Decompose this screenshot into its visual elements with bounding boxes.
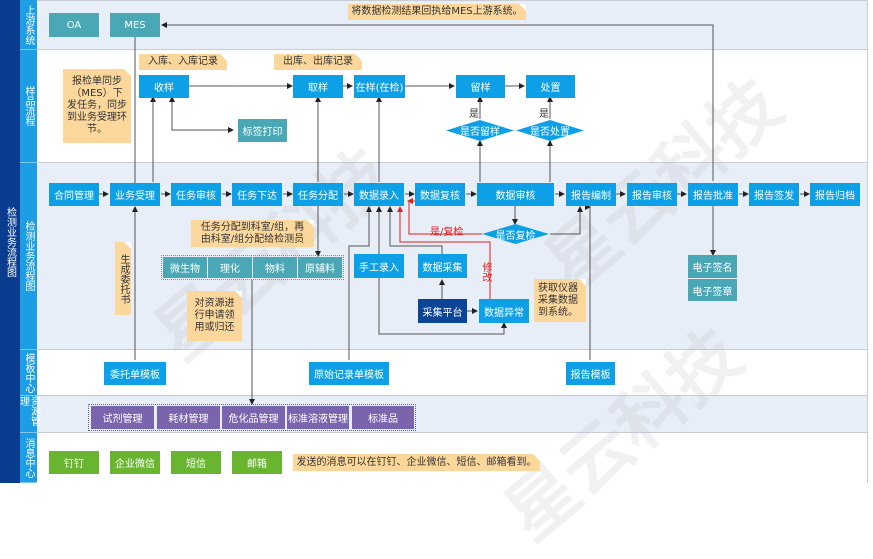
resource-group (88, 404, 416, 431)
step-data-entry[interactable]: 数据录入 (354, 183, 404, 206)
data-abnormal[interactable]: 数据异常 (479, 299, 529, 323)
recheck-label: 是/复检 (430, 227, 464, 238)
resource-standard-solution[interactable]: 标准溶液管理 (287, 406, 349, 429)
template-raw-record[interactable]: 原始记录单模板 (309, 362, 389, 385)
lane-label-business: 检测业务流程图 (20, 163, 37, 350)
note-out-storage: 出库、出库记录 (274, 54, 362, 70)
note-message: 发送的消息可以在钉钉、企业微信、短信、邮箱看到。 (293, 454, 540, 471)
decision-dispose[interactable]: 是否处置 (516, 120, 584, 141)
e-seal[interactable]: 电子签章 (688, 279, 737, 301)
step-report-compile[interactable]: 报告编制 (566, 183, 616, 206)
take-sample[interactable]: 取样 (293, 75, 343, 98)
dept-microbiology[interactable]: 微生物 (163, 257, 207, 278)
lane-label-upstream: 上游系统 (20, 0, 37, 50)
department-group (161, 255, 344, 280)
dept-raw-material[interactable]: 原辅料 (298, 257, 342, 278)
mes-system[interactable]: MES (110, 13, 160, 37)
step-data-audit[interactable]: 数据审核 (477, 183, 554, 206)
note-mes-feedback: 将数据检测结果回执给MES上游系统。 (348, 4, 526, 20)
step-task-issue[interactable]: 任务下达 (232, 183, 282, 206)
modify-label: 修改 (480, 262, 491, 282)
decision-retain[interactable]: 是否留样 (446, 120, 514, 141)
lane-label-sample: 样品流程 (20, 50, 37, 163)
manual-entry[interactable]: 手工录入 (354, 254, 404, 278)
right-border (867, 0, 868, 483)
decision-dispose-label: 是否处置 (530, 127, 570, 138)
lane-label-template: 模板中心 (20, 350, 37, 396)
label-print[interactable]: 标签打印 (238, 119, 287, 142)
outer-title: 检测业务流程图 (0, 0, 20, 483)
resource-standard[interactable]: 标准品 (352, 406, 414, 429)
dispose-sample[interactable]: 处置 (526, 75, 575, 98)
note-commission: 生成委托书 (115, 242, 131, 315)
note-instrument: 获取仪器采集数据到系统。 (534, 279, 586, 322)
e-signature[interactable]: 电子签名 (688, 255, 737, 278)
step-data-recheck[interactable]: 数据复核 (415, 183, 465, 206)
message-wecom[interactable]: 企业微信 (110, 451, 160, 474)
resource-reagent[interactable]: 试剂管理 (91, 406, 154, 429)
message-email[interactable]: 邮箱 (232, 451, 282, 474)
note-resource: 对资源进行申请领用或归还 (187, 291, 242, 341)
receive-sample[interactable]: 收样 (139, 75, 189, 98)
note-in-storage: 入库、入库记录 (139, 54, 227, 70)
step-task-assign[interactable]: 任务分配 (293, 183, 343, 206)
in-sample[interactable]: 在样(在检) (354, 75, 405, 98)
collection-platform[interactable]: 采集平台 (418, 299, 467, 323)
step-acceptance[interactable]: 业务受理 (110, 183, 160, 206)
decision-retain-label: 是否留样 (460, 127, 500, 138)
lane-label-message: 消息中心 (20, 433, 37, 483)
decision-recheck[interactable]: 是否复检 (482, 224, 549, 244)
resource-consumable[interactable]: 耗材管理 (157, 406, 220, 429)
step-contract[interactable]: 合同管理 (49, 183, 99, 206)
step-task-review[interactable]: 任务审核 (171, 183, 221, 206)
note-assign: 任务分配到科室/组，再由科室/组分配给检测员 (191, 220, 314, 247)
decision-recheck-label: 是否复检 (495, 230, 536, 242)
message-sms[interactable]: 短信 (171, 451, 221, 474)
lane-template (37, 350, 868, 396)
dept-physchem[interactable]: 理化 (208, 257, 252, 278)
yes-label: 是 (469, 109, 479, 120)
lane-label-resource: 资源管理 (18, 396, 40, 433)
step-report-issue[interactable]: 报告签发 (749, 183, 799, 206)
yes-label: 是 (539, 109, 549, 120)
oa-system[interactable]: OA (49, 13, 99, 37)
template-commission[interactable]: 委托单模板 (104, 362, 166, 385)
step-report-review[interactable]: 报告审核 (627, 183, 677, 206)
message-dingtalk[interactable]: 钉钉 (49, 451, 99, 474)
step-report-approve[interactable]: 报告批准 (688, 183, 738, 206)
step-report-archive[interactable]: 报告归档 (810, 183, 860, 206)
template-report[interactable]: 报告模板 (566, 362, 615, 385)
resource-hazardous[interactable]: 危化品管理 (222, 406, 285, 429)
note-sync: 报检单同步（MES）下发任务，同步到业务受理环节。 (63, 69, 131, 143)
data-collection[interactable]: 数据采集 (418, 254, 467, 278)
retain-sample[interactable]: 留样 (456, 75, 505, 98)
dept-material[interactable]: 物料 (253, 257, 297, 278)
